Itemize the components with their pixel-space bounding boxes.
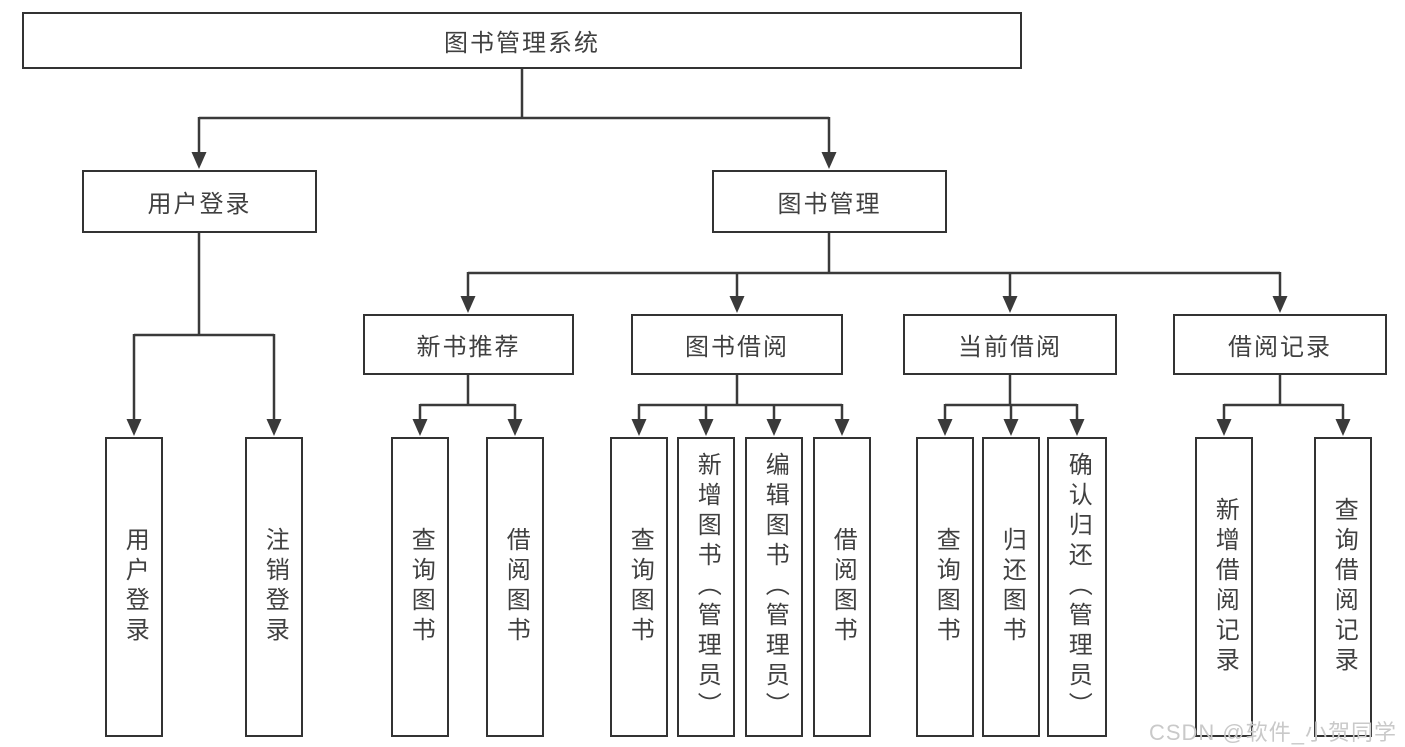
leaf-query-books-current: 查询图书	[916, 437, 974, 737]
leaf-query-books-recommend: 查询图书	[391, 437, 449, 737]
leaf-query-borrow-record-label: 查询借阅记录	[1330, 497, 1358, 677]
leaf-logout-label: 注销登录	[261, 527, 289, 647]
node-user-login: 用户登录	[82, 170, 317, 233]
leaf-return-books: 归还图书	[982, 437, 1040, 737]
leaf-query-borrow-record: 查询借阅记录	[1314, 437, 1372, 737]
csdn-watermark: CSDN @软件_小贺同学	[1148, 720, 1397, 745]
node-book-management: 图书管理	[712, 170, 947, 233]
leaf-borrow-books: 借阅图书	[813, 437, 871, 737]
node-book-borrow: 图书借阅	[631, 314, 843, 375]
leaf-borrow-books-recommend-label: 借阅图书	[502, 527, 530, 647]
leaf-user-login: 用户登录	[105, 437, 163, 737]
leaf-borrow-books-recommend: 借阅图书	[486, 437, 544, 737]
leaf-query-books-current-label: 查询图书	[932, 527, 960, 647]
leaf-query-books-recommend-label: 查询图书	[407, 527, 435, 647]
leaf-confirm-return-admin-label: 确认归还（管理员）	[1064, 452, 1092, 722]
leaf-query-books-borrow: 查询图书	[610, 437, 668, 737]
leaf-edit-books-admin-label: 编辑图书（管理员）	[761, 452, 789, 722]
leaf-add-borrow-record-label: 新增借阅记录	[1211, 497, 1239, 677]
node-borrow-records: 借阅记录	[1173, 314, 1387, 375]
leaf-edit-books-admin: 编辑图书（管理员）	[745, 437, 803, 737]
leaf-return-books-label: 归还图书	[998, 527, 1026, 647]
leaf-add-borrow-record: 新增借阅记录	[1195, 437, 1253, 737]
leaf-user-login-label: 用户登录	[121, 527, 149, 647]
leaf-confirm-return-admin: 确认归还（管理员）	[1047, 437, 1107, 737]
leaf-borrow-books-label: 借阅图书	[829, 527, 857, 647]
node-new-book-recommend: 新书推荐	[363, 314, 574, 375]
leaf-query-books-borrow-label: 查询图书	[626, 527, 654, 647]
leaf-add-books-admin: 新增图书（管理员）	[677, 437, 735, 737]
leaf-logout: 注销登录	[245, 437, 303, 737]
node-current-borrow: 当前借阅	[903, 314, 1117, 375]
leaf-add-books-admin-label: 新增图书（管理员）	[693, 452, 721, 722]
node-root: 图书管理系统	[22, 12, 1022, 69]
